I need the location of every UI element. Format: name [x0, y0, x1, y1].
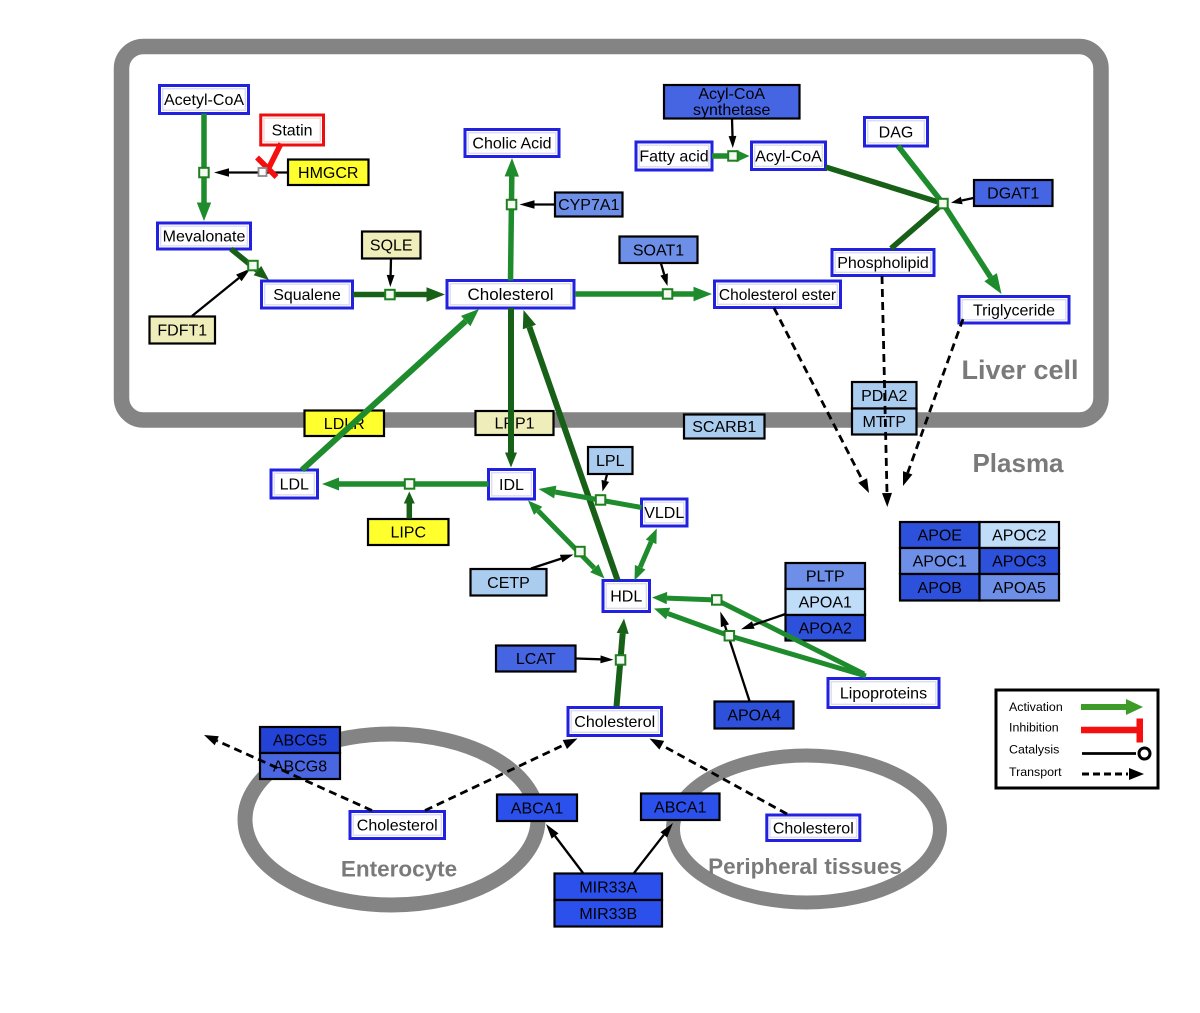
- svg-text:SCARB1: SCARB1: [692, 419, 756, 436]
- svg-text:Fatty acid: Fatty acid: [639, 149, 708, 166]
- svg-text:Statin: Statin: [272, 123, 313, 140]
- svg-text:Squalene: Squalene: [273, 287, 341, 304]
- svg-text:LRP1: LRP1: [494, 416, 534, 433]
- svg-text:Activation: Activation: [1009, 700, 1063, 714]
- svg-text:HMGCR: HMGCR: [298, 165, 358, 182]
- svg-text:Enterocyte: Enterocyte: [341, 857, 457, 882]
- svg-text:Liver cell: Liver cell: [961, 355, 1078, 385]
- svg-text:Cholesterol: Cholesterol: [468, 285, 554, 304]
- svg-text:APOB: APOB: [918, 580, 962, 597]
- svg-text:ABCG5: ABCG5: [273, 733, 327, 750]
- svg-text:SQLE: SQLE: [370, 238, 413, 255]
- svg-text:Cholesterol ester: Cholesterol ester: [719, 287, 836, 304]
- svg-text:Cholic Acid: Cholic Acid: [472, 136, 551, 153]
- svg-text:MIR33B: MIR33B: [579, 906, 637, 923]
- svg-text:APOA2: APOA2: [799, 620, 852, 637]
- svg-text:Acyl-CoA: Acyl-CoA: [755, 148, 822, 165]
- svg-text:Transport: Transport: [1009, 765, 1062, 779]
- svg-text:Mevalonate: Mevalonate: [163, 229, 246, 246]
- svg-text:APOC3: APOC3: [992, 554, 1046, 571]
- svg-text:APOA5: APOA5: [993, 580, 1046, 597]
- svg-text:DAG: DAG: [879, 124, 914, 141]
- svg-text:APOC2: APOC2: [992, 528, 1046, 545]
- svg-text:Inhibition: Inhibition: [1009, 721, 1059, 735]
- svg-text:DGAT1: DGAT1: [987, 186, 1039, 203]
- svg-text:LDL: LDL: [280, 477, 309, 494]
- svg-text:SOAT1: SOAT1: [633, 242, 684, 259]
- svg-text:Acetyl-CoA: Acetyl-CoA: [164, 92, 244, 109]
- svg-text:APOA1: APOA1: [799, 595, 852, 612]
- svg-text:APOE: APOE: [918, 528, 962, 545]
- svg-text:APOC1: APOC1: [913, 554, 967, 571]
- svg-text:Peripheral tissues: Peripheral tissues: [708, 854, 902, 879]
- svg-text:ABCA1: ABCA1: [654, 799, 707, 816]
- svg-text:CYP7A1: CYP7A1: [558, 197, 619, 214]
- svg-text:Lipoproteins: Lipoproteins: [840, 686, 927, 703]
- svg-text:IDL: IDL: [499, 477, 524, 494]
- svg-text:LPL: LPL: [596, 453, 625, 470]
- svg-text:ABCA1: ABCA1: [511, 800, 564, 817]
- svg-text:VLDL: VLDL: [644, 505, 684, 522]
- svg-text:synthetase: synthetase: [693, 102, 770, 119]
- svg-text:Cholesterol: Cholesterol: [357, 818, 438, 835]
- svg-text:Cholesterol: Cholesterol: [773, 820, 854, 837]
- svg-text:PLTP: PLTP: [806, 569, 845, 586]
- svg-text:LCAT: LCAT: [516, 651, 556, 668]
- svg-text:APOA4: APOA4: [727, 708, 780, 725]
- svg-text:Acyl-CoA: Acyl-CoA: [698, 86, 765, 103]
- svg-text:Plasma: Plasma: [972, 448, 1064, 478]
- svg-text:Catalysis: Catalysis: [1009, 743, 1059, 757]
- svg-text:MIR33A: MIR33A: [579, 879, 637, 896]
- svg-text:Phospholipid: Phospholipid: [837, 255, 929, 272]
- svg-text:Triglyceride: Triglyceride: [973, 302, 1055, 319]
- svg-text:LIPC: LIPC: [390, 525, 426, 542]
- svg-text:CETP: CETP: [487, 575, 530, 592]
- svg-text:Cholesterol: Cholesterol: [574, 714, 655, 731]
- svg-text:ABCG8: ABCG8: [273, 759, 327, 776]
- svg-text:HDL: HDL: [610, 589, 642, 606]
- svg-text:FDFT1: FDFT1: [157, 323, 207, 340]
